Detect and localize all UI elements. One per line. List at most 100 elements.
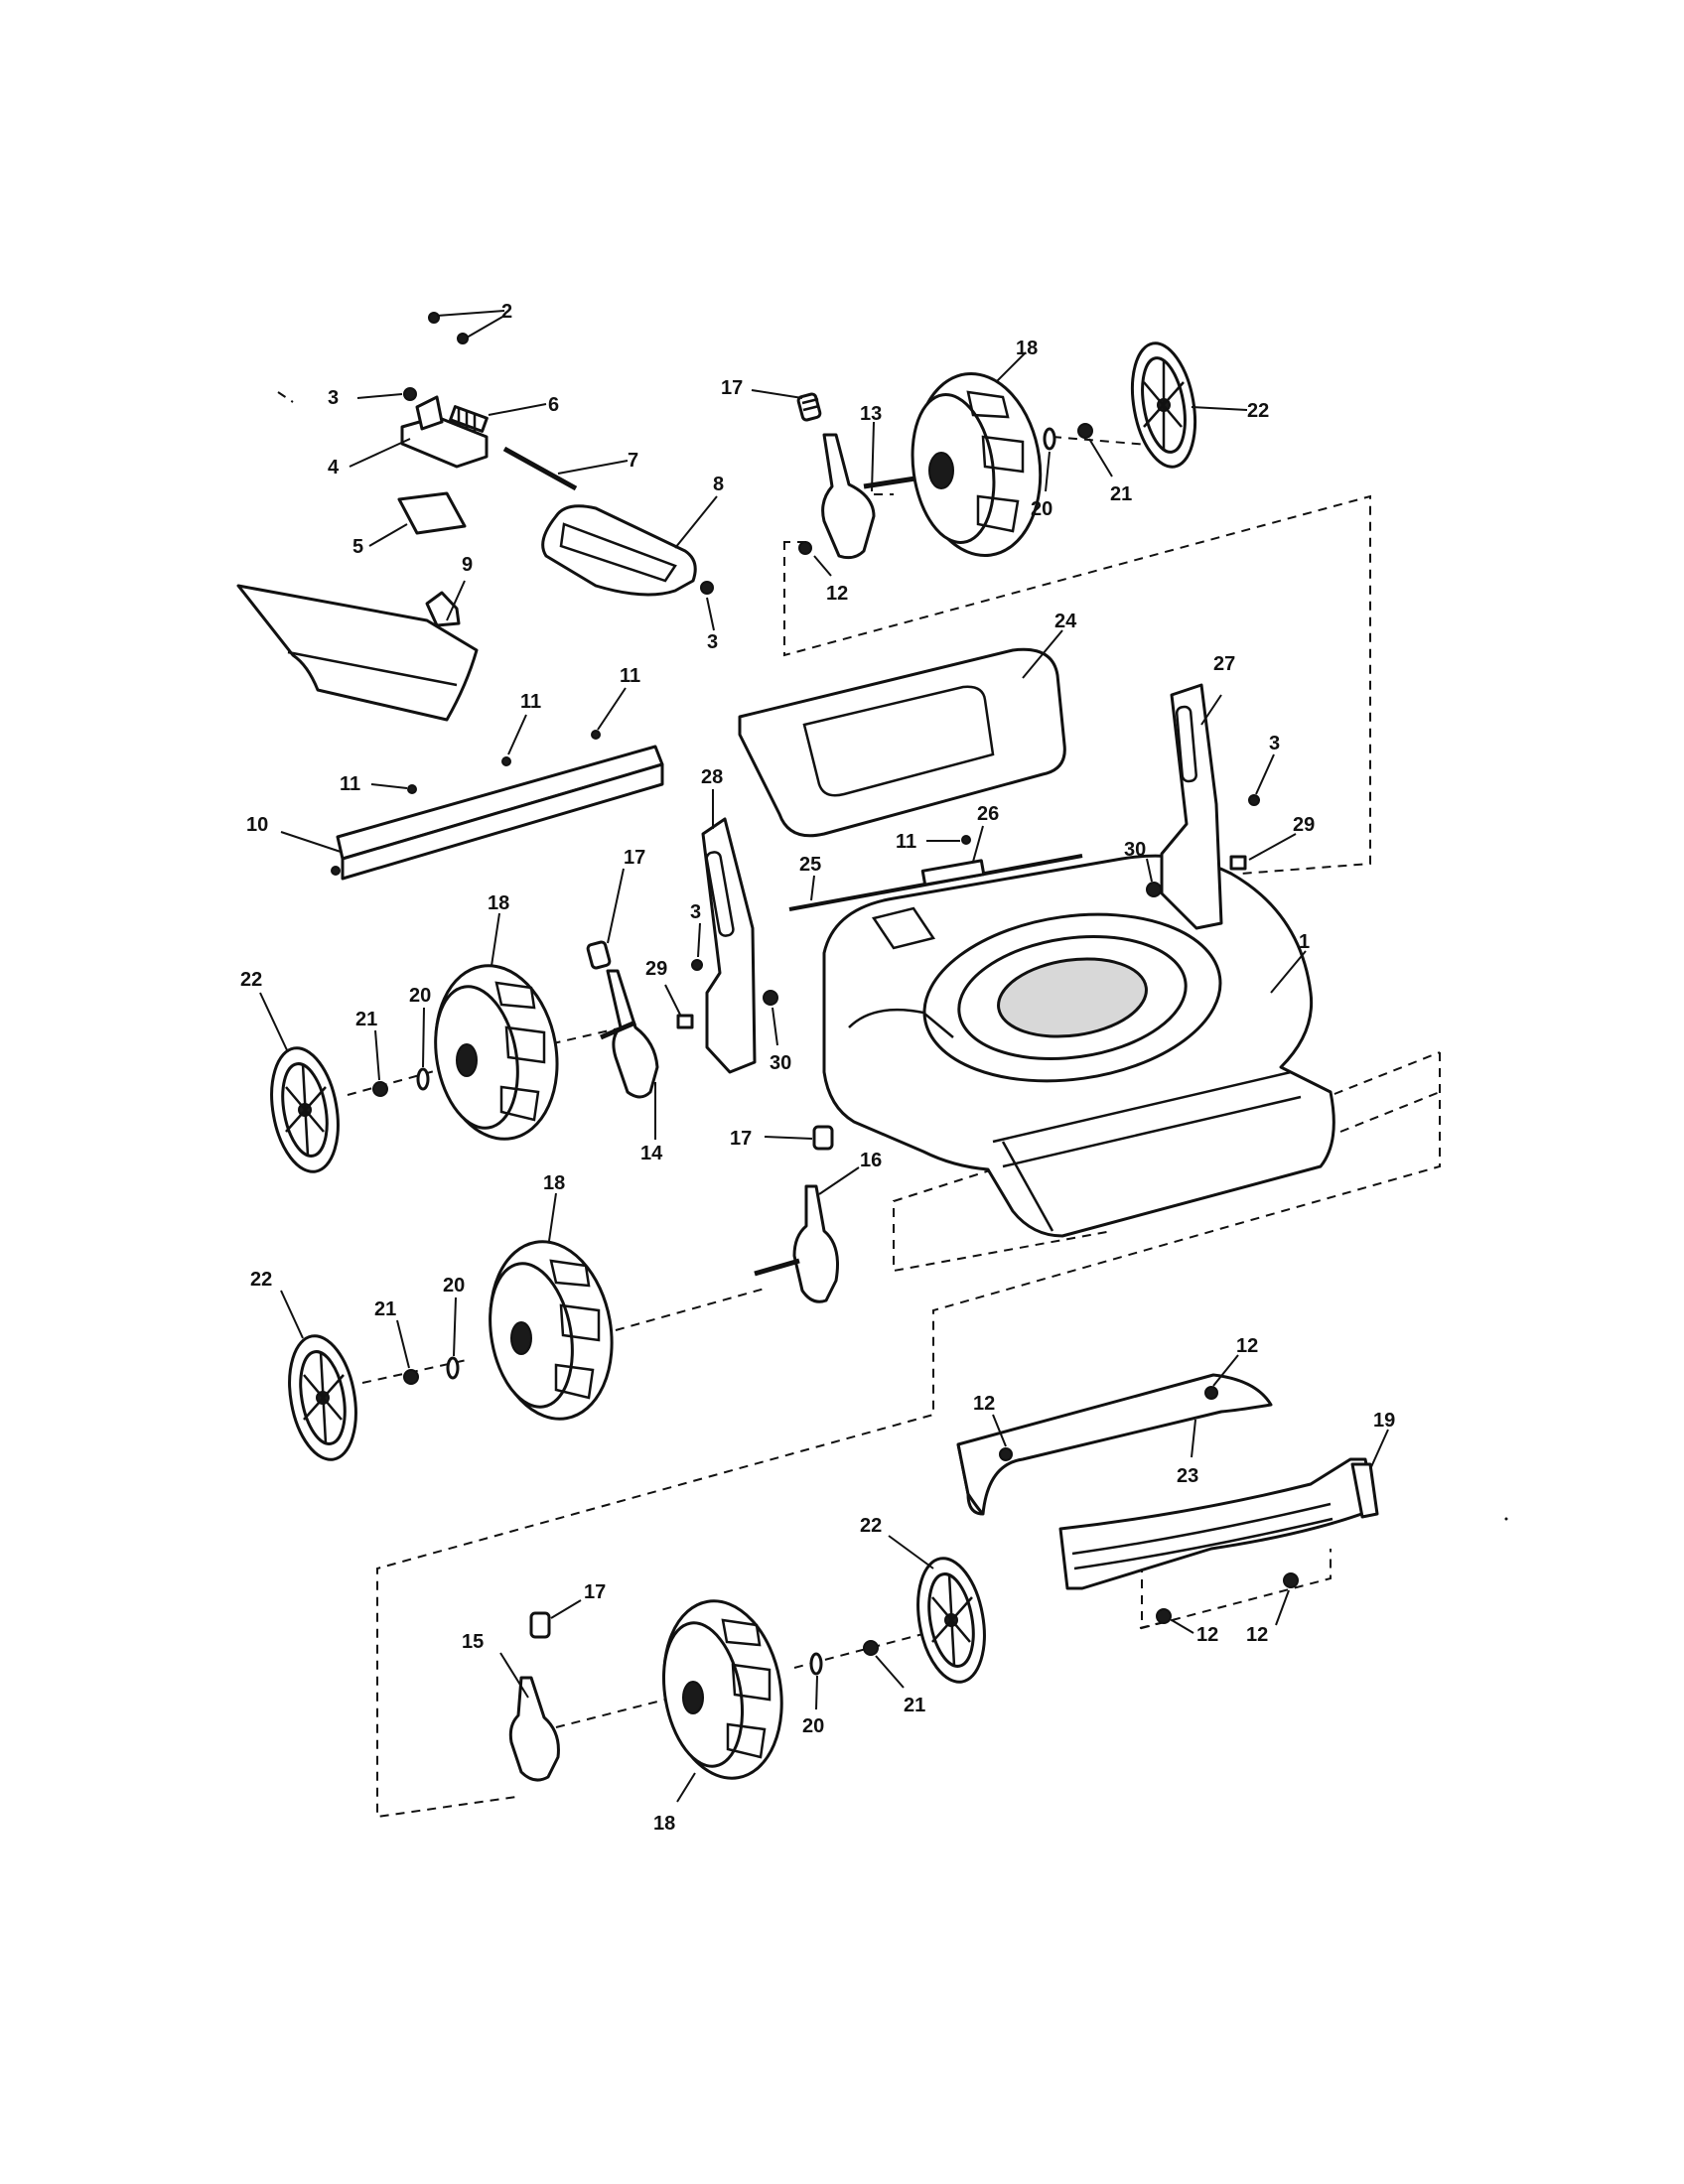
callout-12-lower-right: 12 bbox=[1246, 1624, 1268, 1646]
callout-6: 6 bbox=[548, 394, 559, 416]
part-26-spring bbox=[920, 825, 986, 887]
part-13-height-adjuster bbox=[821, 421, 929, 560]
callout-30-left: 30 bbox=[770, 1052, 791, 1074]
callout-14: 14 bbox=[640, 1143, 663, 1164]
callout-1: 1 bbox=[1299, 931, 1310, 953]
callout-21-bottom: 21 bbox=[904, 1695, 925, 1716]
callout-10: 10 bbox=[246, 814, 268, 836]
callout-17-left: 17 bbox=[624, 847, 645, 869]
part-21-nut-top bbox=[1077, 423, 1113, 478]
part-21-nut-left-middle bbox=[372, 1029, 388, 1097]
callout-26: 26 bbox=[977, 803, 999, 825]
callout-18-bottom: 18 bbox=[653, 1813, 675, 1835]
callout-19: 19 bbox=[1373, 1410, 1395, 1432]
part-5-plate bbox=[368, 491, 467, 547]
callout-17-bottom: 17 bbox=[584, 1581, 606, 1603]
callout-labels: 1 2 3 3 3 3 4 5 6 7 8 9 10 11 11 11 11 1… bbox=[240, 301, 1395, 1835]
callout-15: 15 bbox=[462, 1631, 484, 1653]
callout-22-top: 22 bbox=[1247, 400, 1269, 422]
callout-18-left-lower: 18 bbox=[543, 1172, 565, 1194]
callout-2: 2 bbox=[501, 301, 512, 323]
part-2-screws bbox=[428, 310, 505, 344]
callout-18-top: 18 bbox=[1016, 338, 1038, 359]
callout-17-top: 17 bbox=[721, 377, 743, 399]
part-20-washer-top bbox=[1043, 427, 1056, 492]
part-27-right-bracket bbox=[1160, 683, 1223, 930]
part-22-hubcap-bottom bbox=[888, 1535, 986, 1684]
callout-29-right: 29 bbox=[1293, 814, 1315, 836]
part-17-knob-bottom bbox=[529, 1599, 582, 1639]
part-17-knob-left bbox=[586, 868, 625, 970]
callout-12-upper: 12 bbox=[826, 583, 848, 605]
part-20-washer-left-middle bbox=[416, 1007, 430, 1091]
part-18-wheel-left-lower bbox=[489, 1192, 614, 1421]
part-29-bolt-left bbox=[664, 984, 694, 1029]
part-1-mower-deck bbox=[822, 854, 1335, 1238]
callout-30-right: 30 bbox=[1124, 839, 1146, 861]
part-20-washer-bottom bbox=[809, 1652, 823, 1710]
part-24-top-cover bbox=[738, 629, 1066, 838]
part-18-wheel-left-middle bbox=[434, 912, 559, 1141]
part-12-nut-upper bbox=[798, 541, 832, 577]
callout-22-bottom: 22 bbox=[860, 1515, 882, 1537]
callout-12-baffle-left: 12 bbox=[973, 1393, 995, 1415]
part-22-hubcap-left-middle bbox=[259, 992, 340, 1173]
callout-21-top: 21 bbox=[1110, 483, 1132, 505]
callout-21-left-middle: 21 bbox=[355, 1009, 377, 1030]
callout-3-left: 3 bbox=[690, 901, 701, 923]
callout-11-a: 11 bbox=[340, 773, 360, 795]
callout-11-d: 11 bbox=[896, 831, 916, 853]
part-12-nuts-lower bbox=[1156, 1572, 1299, 1634]
callout-17-center: 17 bbox=[730, 1128, 752, 1150]
part-6-spring bbox=[449, 403, 547, 433]
callout-28: 28 bbox=[701, 766, 723, 788]
callout-22-left-middle: 22 bbox=[240, 969, 262, 991]
part-4-bracket bbox=[349, 395, 489, 469]
part-18-wheel-top bbox=[911, 351, 1043, 558]
part-17-knob-top bbox=[751, 389, 822, 422]
part-15-height-adjuster bbox=[499, 1652, 560, 1782]
callout-24: 24 bbox=[1054, 611, 1077, 632]
callout-21-left-lower: 21 bbox=[374, 1298, 396, 1320]
stray-mark bbox=[1504, 1517, 1508, 1521]
part-21-nut-bottom bbox=[863, 1640, 905, 1689]
part-10-hinge-bar bbox=[280, 745, 664, 881]
callout-13: 13 bbox=[860, 403, 882, 425]
part-23-rear-baffle bbox=[956, 1354, 1273, 1516]
part-3-nut-left bbox=[691, 922, 703, 971]
callout-3-upper: 3 bbox=[328, 387, 339, 409]
callout-11-c: 11 bbox=[620, 665, 640, 687]
part-7-rod bbox=[502, 446, 629, 491]
callout-5: 5 bbox=[352, 536, 363, 558]
callout-12-baffle-right: 12 bbox=[1236, 1335, 1258, 1357]
callout-20-left-lower: 20 bbox=[443, 1275, 465, 1297]
part-22-hubcap-top bbox=[1130, 341, 1248, 469]
part-14-height-adjuster bbox=[600, 969, 659, 1140]
part-29-bolt-right bbox=[1229, 833, 1297, 871]
callout-27: 27 bbox=[1213, 653, 1235, 675]
part-18-wheel-bottom bbox=[661, 1599, 783, 1803]
part-20-washer-left-lower bbox=[446, 1297, 460, 1380]
part-30-nut-left bbox=[763, 990, 778, 1046]
callout-22-left-lower: 22 bbox=[250, 1269, 272, 1291]
callout-16: 16 bbox=[860, 1150, 882, 1171]
callout-29-left: 29 bbox=[645, 958, 667, 980]
callout-11-b: 11 bbox=[520, 691, 541, 713]
callout-9: 9 bbox=[462, 554, 473, 576]
part-3-nut-center bbox=[700, 581, 715, 631]
callout-4: 4 bbox=[328, 457, 340, 478]
callout-3-center: 3 bbox=[707, 631, 718, 653]
callout-25: 25 bbox=[799, 854, 821, 876]
callout-20-bottom: 20 bbox=[802, 1715, 824, 1737]
part-28-left-bracket bbox=[701, 789, 757, 1074]
part-3-nut-right bbox=[1248, 753, 1275, 806]
part-9-deflector bbox=[236, 580, 479, 722]
part-22-hubcap-left-lower bbox=[280, 1290, 357, 1461]
callout-3-right: 3 bbox=[1269, 733, 1280, 754]
callout-8: 8 bbox=[713, 474, 724, 495]
part-17-knob-center bbox=[764, 1125, 834, 1151]
callout-20-left-middle: 20 bbox=[409, 985, 431, 1007]
part-8-rear-door bbox=[541, 495, 718, 597]
callout-20-top: 20 bbox=[1031, 498, 1052, 520]
